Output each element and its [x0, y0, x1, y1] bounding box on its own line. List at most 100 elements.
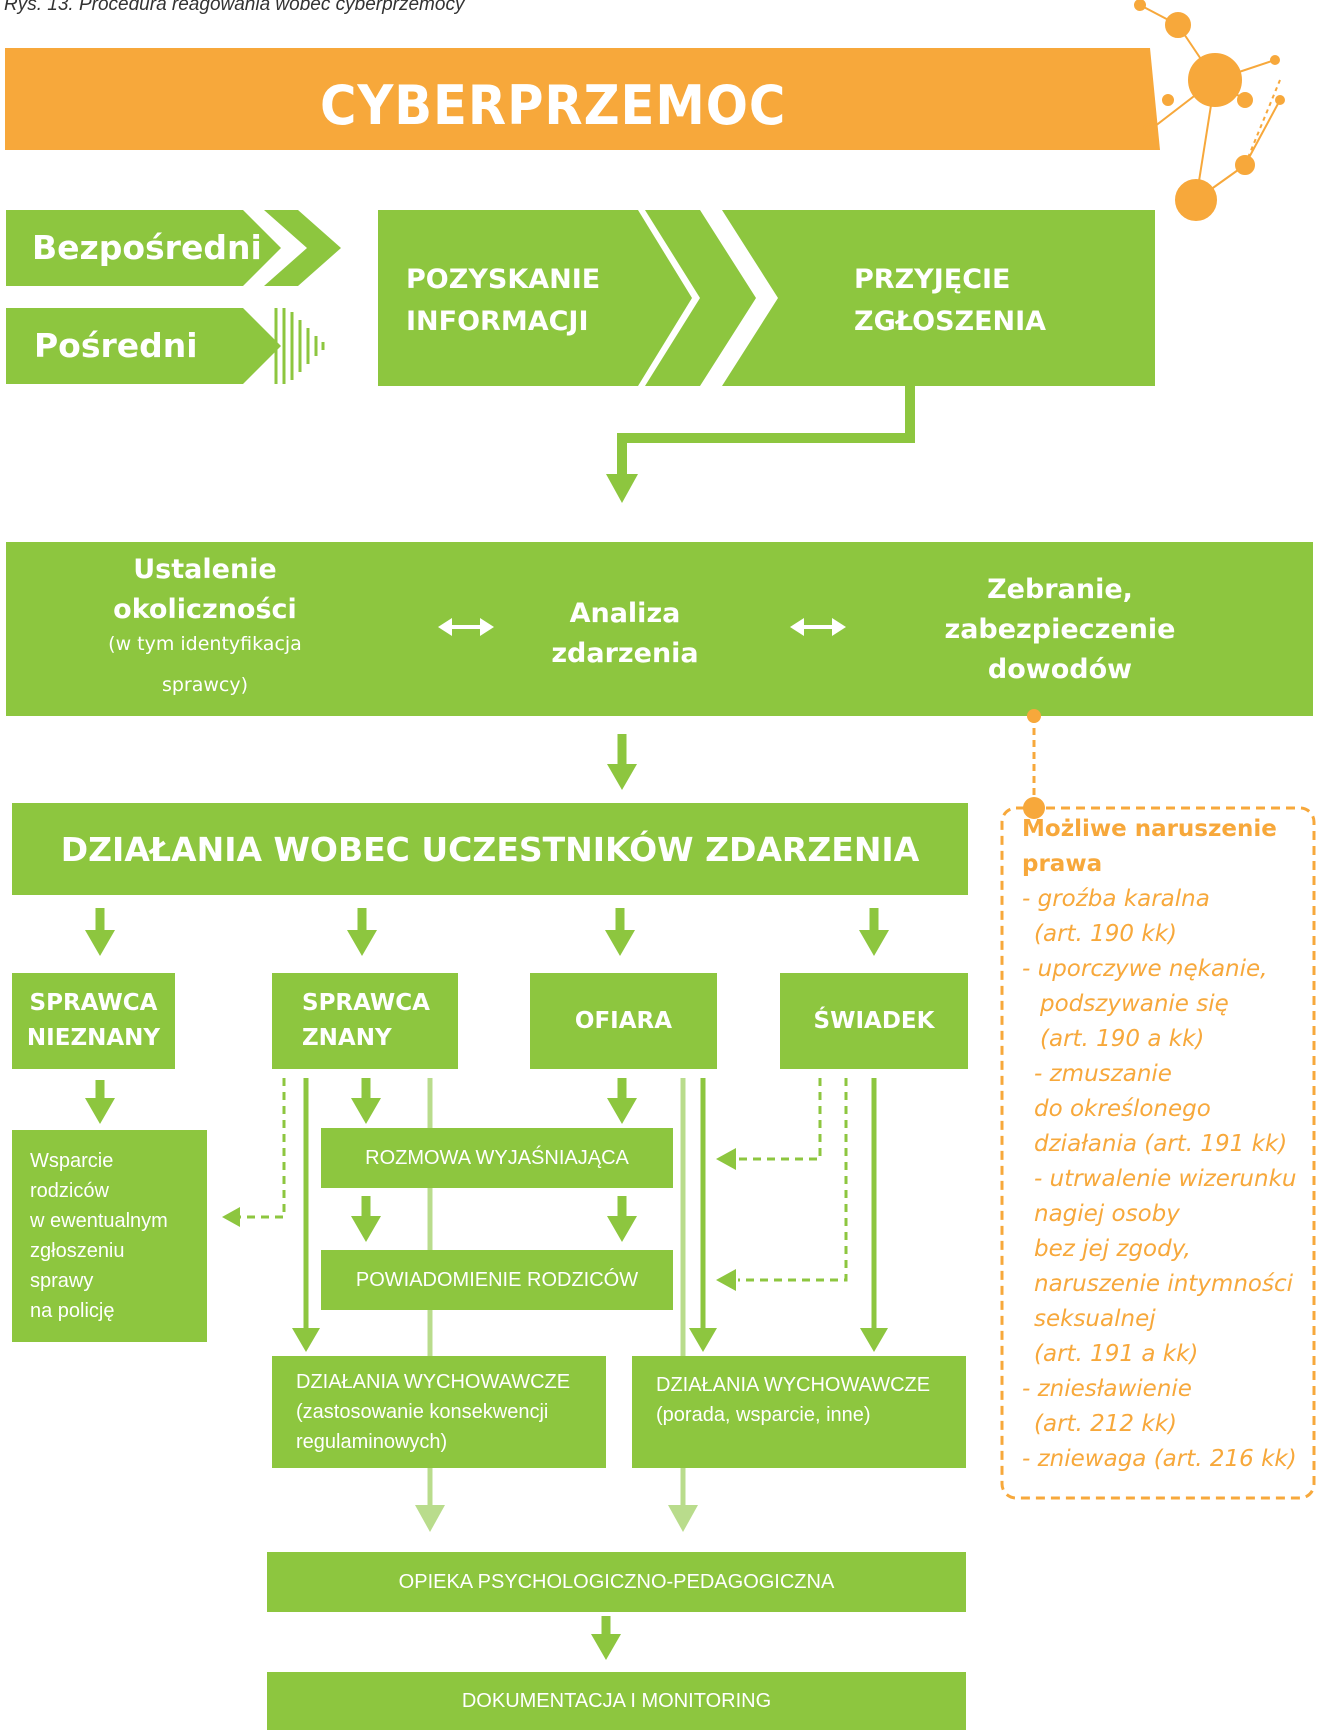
band-item-evidence: Zebranie, zabezpieczenie dowodów — [910, 570, 1210, 690]
law-item: do określonego — [1034, 1096, 1211, 1122]
parent-support-line-1: Wsparcie — [30, 1150, 114, 1172]
law-note-frame — [1000, 806, 1316, 1500]
actions-header: DZIAŁANIA WOBEC UCZESTNIKÓW ZDARZENIA — [60, 829, 920, 869]
source-direct-label: Bezpośredni — [32, 228, 262, 267]
circumstances-line-2: okoliczności — [113, 594, 297, 625]
parent-support-line-3: w ewentualnym — [30, 1210, 168, 1232]
intake-chevron — [645, 210, 756, 386]
analysis-line-2: zdarzenia — [551, 638, 699, 669]
law-note-heading-2: prawa — [1022, 851, 1103, 877]
step-notify-parents: POWIADOMIENIE RODZICÓW — [321, 1250, 673, 1310]
step-edu-left: DZIAŁANIA WYCHOWAWCZE (zastosowanie kons… — [272, 1356, 606, 1468]
participant-known-perpetrator: SPRAWCA ZNANY — [272, 973, 458, 1069]
law-note-heading-1: Możliwe naruszenie — [1022, 816, 1277, 842]
known-to-edu-left-arrowhead — [292, 1328, 320, 1352]
intake-accept-line-2: ZGŁOSZENIA — [854, 306, 1047, 337]
victim-to-edu-right-arrowhead — [689, 1328, 717, 1352]
known-line-1: SPRAWCA — [302, 990, 430, 1016]
edu-right-line-1: DZIAŁANIA WYCHOWAWCZE — [656, 1374, 931, 1396]
banner-band — [5, 48, 1160, 150]
witness-to-notify-dashed-arrowhead — [716, 1269, 736, 1291]
intake-acquire-shape — [378, 210, 692, 386]
law-item: - zniesławienie — [1022, 1376, 1192, 1402]
step-documentation: DOKUMENTACJA I MONITORING — [267, 1672, 966, 1730]
law-item: naruszenie intymności — [1034, 1271, 1294, 1297]
parent-support-line-2: rodziców — [30, 1180, 109, 1202]
law-item: - zmuszanie — [1034, 1061, 1172, 1087]
evidence-line-1: Zebranie, — [987, 574, 1133, 605]
parent-support-line-4: zgłoszeniu — [30, 1240, 125, 1262]
intake-accept-shape — [722, 210, 1155, 386]
law-item: (art. 190 kk) — [1034, 921, 1177, 947]
intake-accept-line-1: PRZYJĘCIE — [854, 264, 1011, 295]
step-edu-right: DZIAŁANIA WYCHOWAWCZE (porada, wsparcie,… — [632, 1356, 966, 1468]
band-item-circumstances: Ustalenie okoliczności (w tym identyfika… — [60, 550, 350, 712]
law-item: działania (art. 191 kk) — [1034, 1131, 1288, 1157]
known-to-support-dashed-arrowhead — [222, 1207, 240, 1227]
law-item: nagiej osoby — [1034, 1201, 1180, 1227]
law-item: - zniewaga (art. 216 kk) — [1022, 1446, 1297, 1472]
step-psych-care: OPIEKA PSYCHOLOGICZNO-PEDAGOGICZNA — [267, 1552, 966, 1612]
law-item: seksualnej — [1034, 1306, 1156, 1332]
intake-to-analysis-connector — [617, 386, 915, 478]
victim-to-interview-arrowhead — [607, 1098, 637, 1124]
law-item: (art. 212 kk) — [1034, 1411, 1177, 1437]
interview-to-notify-arrowhead-left — [351, 1216, 381, 1242]
psych-to-docs-arrowhead — [591, 1634, 621, 1660]
circumstances-sub-1: (w tym identyfikacja — [108, 633, 302, 655]
participant-unknown-perpetrator: SPRAWCA NIEZNANY — [12, 973, 175, 1069]
parent-support-box: Wsparcie rodziców w ewentualnym zgłoszen… — [12, 1130, 207, 1342]
law-item: (art. 191 a kk) — [1034, 1341, 1199, 1367]
band-to-actions-arrowhead — [607, 764, 637, 790]
direct-chevron — [264, 210, 341, 286]
actions-header-bg — [12, 803, 968, 895]
analysis-line-1: Analiza — [569, 598, 681, 629]
law-item: - groźba karalna — [1022, 886, 1210, 912]
witness-to-interview-dashed-arrowhead — [716, 1148, 736, 1170]
intake-acquire-line-2: INFORMACJI — [406, 306, 589, 337]
band-item-analysis: Analiza zdarzenia — [520, 594, 730, 674]
intake-to-analysis-arrowhead — [606, 474, 638, 503]
parent-support-line-6: na policję — [30, 1300, 115, 1322]
direct-arrow-shape — [6, 210, 281, 286]
circumstances-line-1: Ustalenie — [133, 554, 277, 585]
known-to-psych-arrowhead — [415, 1505, 445, 1532]
law-note: Możliwe naruszenie prawa - groźba karaln… — [1022, 812, 1297, 1477]
law-item: podszywanie się — [1040, 991, 1229, 1017]
unknown-line-2: NIEZNANY — [26, 1025, 161, 1051]
intake-accept-label: PRZYJĘCIE ZGŁOSZENIA — [854, 259, 1046, 343]
indirect-striped-chevron — [274, 308, 325, 384]
step-interview: ROZMOWA WYJAŚNIAJĄCA — [321, 1128, 673, 1188]
unknown-to-support-arrowhead — [85, 1098, 115, 1124]
double-arrow-left — [438, 618, 494, 636]
banner-title: CYBERPRZEMOC — [320, 74, 787, 137]
law-item: - utrwalenie wizerunku — [1034, 1166, 1297, 1192]
law-item: bez jej zgody, — [1034, 1236, 1191, 1262]
figure-caption: Rys. 13. Procedura reagowania wobec cybe… — [4, 0, 465, 15]
edu-left-line-2: (zastosowanie konsekwencji — [296, 1401, 549, 1423]
analysis-band-bg — [6, 542, 1313, 716]
law-item: - uporczywe nękanie, — [1022, 956, 1268, 982]
evidence-line-2: zabezpieczenie — [944, 614, 1176, 645]
indirect-arrow-shape — [6, 308, 281, 384]
evidence-line-3: dowodów — [987, 654, 1133, 685]
source-indirect-label: Pośredni — [34, 326, 198, 365]
network-decoration — [1134, 0, 1285, 221]
participant-victim: OFIARA — [530, 973, 717, 1069]
known-to-interview-arrowhead — [351, 1098, 381, 1124]
intake-acquire-label: POZYSKANIE INFORMACJI — [406, 259, 600, 343]
circumstances-sub-2: sprawcy) — [161, 674, 249, 696]
participant-arrows — [85, 908, 889, 956]
unknown-line-1: SPRAWCA — [29, 990, 158, 1016]
participant-witness: ŚWIADEK — [780, 973, 968, 1069]
double-arrow-right — [790, 618, 846, 636]
parent-support-line-5: sprawy — [30, 1270, 94, 1292]
witness-to-edu-right-arrowhead — [860, 1328, 888, 1352]
intake-acquire-line-1: POZYSKANIE — [406, 264, 601, 295]
victim-to-psych-arrowhead — [668, 1505, 698, 1532]
law-item: (art. 190 a kk) — [1040, 1026, 1205, 1052]
edu-left-line-3: regulaminowych) — [296, 1431, 448, 1453]
interview-to-notify-arrowhead-right — [607, 1216, 637, 1242]
known-line-2: ZNANY — [302, 1025, 392, 1051]
